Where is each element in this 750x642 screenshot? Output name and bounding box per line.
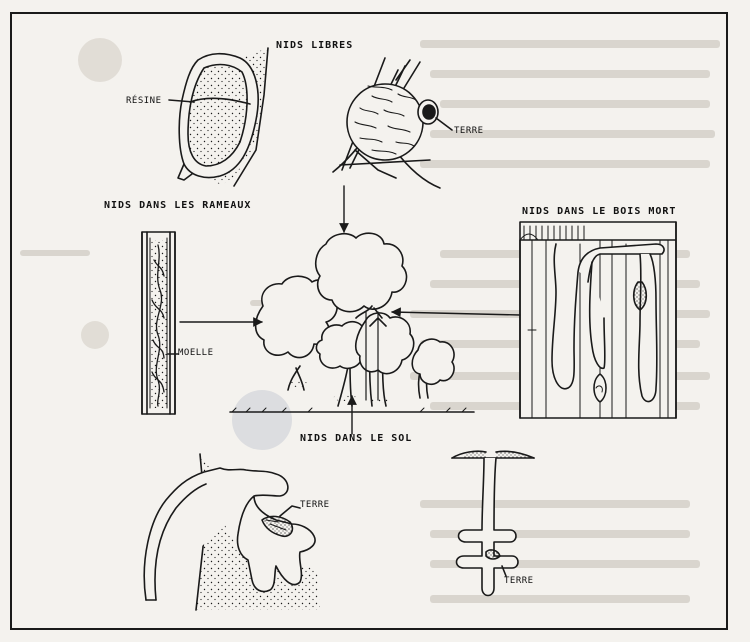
label-twig-nests: NIDS DANS LES RAMEAUX (104, 200, 251, 211)
dead-wood-nest-illustration (520, 222, 676, 418)
label-earth-top: TERRE (454, 126, 484, 136)
soil-nest-right-illustration (452, 451, 534, 596)
earth-ball-nest-illustration (333, 58, 452, 188)
label-dead-wood-nests: NIDS DANS LE BOIS MORT (522, 206, 676, 217)
central-tree-group-illustration (230, 233, 474, 412)
twig-pith-nest-illustration (142, 232, 178, 414)
arrow-from-dead-wood (392, 312, 520, 315)
label-earth-bottom-left: TERRE (300, 500, 330, 510)
resin-nest-illustration (169, 48, 268, 186)
label-free-nests: NIDS LIBRES (276, 40, 353, 51)
label-pith: MOELLE (178, 348, 214, 358)
label-resin: RÉSINE (126, 96, 162, 106)
label-earth-bottom-right: TERRE (504, 576, 534, 586)
label-soil-nests: NIDS DANS LE SOL (300, 433, 412, 444)
soil-nest-left-illustration (144, 454, 320, 610)
